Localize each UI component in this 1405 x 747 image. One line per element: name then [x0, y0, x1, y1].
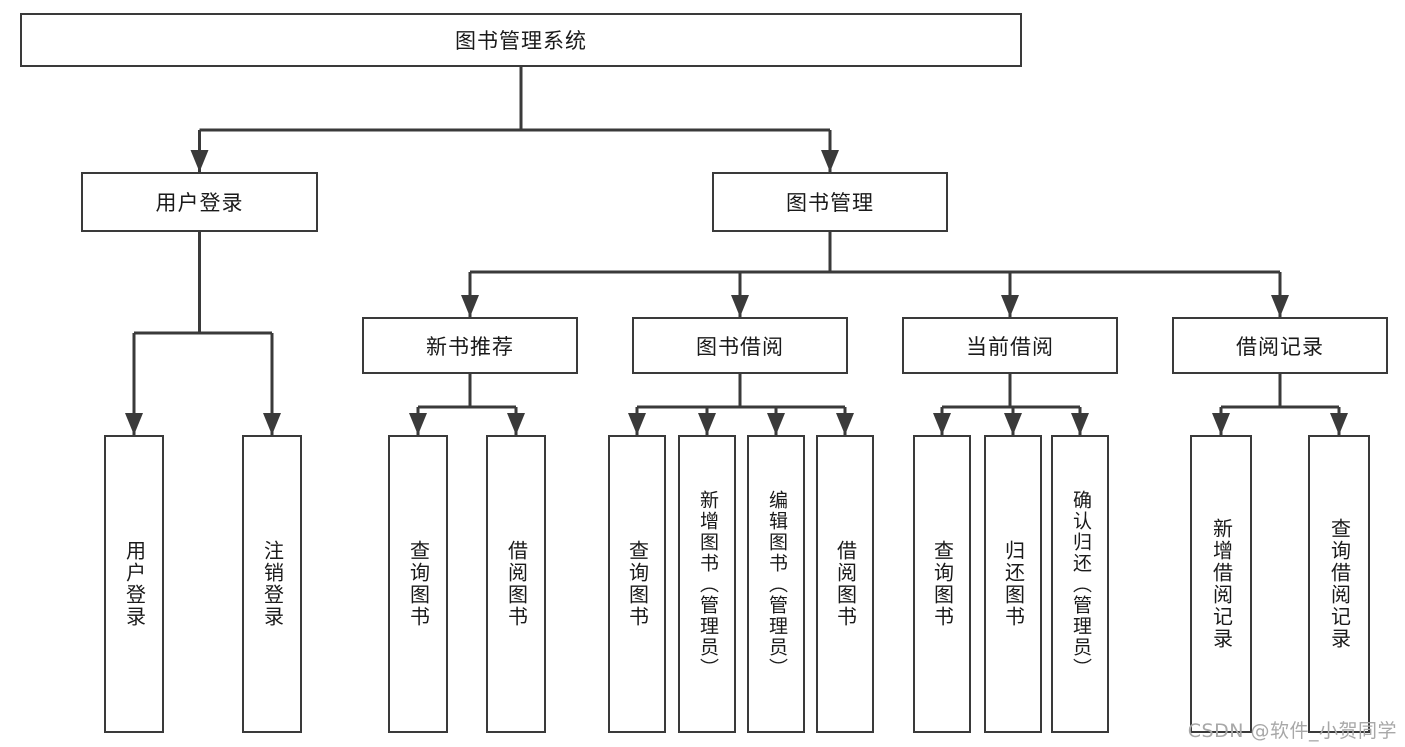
node-label: 归还图书	[1001, 540, 1026, 628]
node-label: 查询图书	[406, 540, 431, 628]
node-label: 图书借阅	[696, 334, 784, 359]
node-leaf-query-book-3[interactable]: 查询图书	[913, 435, 971, 733]
node-label: 注销登录	[260, 540, 285, 628]
node-label: 当前借阅	[966, 334, 1054, 359]
node-book-borrow[interactable]: 图书借阅	[632, 317, 848, 374]
node-system-root[interactable]: 图书管理系统	[20, 13, 1022, 67]
node-leaf-query-book-1[interactable]: 查询图书	[388, 435, 448, 733]
node-new-book-recommend[interactable]: 新书推荐	[362, 317, 578, 374]
node-leaf-query-borrow-record[interactable]: 查询借阅记录	[1308, 435, 1370, 733]
node-label: 图书管理	[786, 191, 874, 215]
node-label: 新增借阅记录	[1209, 518, 1234, 650]
node-label: 新增图书（管理员）	[696, 489, 719, 679]
node-borrow-record[interactable]: 借阅记录	[1172, 317, 1388, 374]
node-leaf-borrow-book-2[interactable]: 借阅图书	[816, 435, 874, 733]
node-leaf-borrow-book-1[interactable]: 借阅图书	[486, 435, 546, 733]
node-leaf-add-borrow-record[interactable]: 新增借阅记录	[1190, 435, 1252, 733]
node-leaf-query-book-2[interactable]: 查询图书	[608, 435, 666, 733]
watermark-text: CSDN @软件_小贺同学	[1187, 720, 1397, 742]
node-leaf-add-book[interactable]: 新增图书（管理员）	[678, 435, 736, 733]
node-label: 查询借阅记录	[1327, 518, 1352, 650]
node-leaf-confirm-return[interactable]: 确认归还（管理员）	[1051, 435, 1109, 733]
node-label: 借阅记录	[1236, 334, 1324, 359]
node-leaf-edit-book[interactable]: 编辑图书（管理员）	[747, 435, 805, 733]
node-label: 查询图书	[930, 540, 955, 628]
node-current-borrow[interactable]: 当前借阅	[902, 317, 1118, 374]
node-label: 借阅图书	[504, 540, 529, 628]
node-label: 查询图书	[625, 540, 650, 628]
node-label: 确认归还（管理员）	[1069, 489, 1092, 679]
node-label: 编辑图书（管理员）	[765, 489, 788, 679]
node-label: 新书推荐	[426, 334, 514, 359]
node-label: 借阅图书	[833, 540, 858, 628]
node-leaf-user-login[interactable]: 用户登录	[104, 435, 164, 733]
node-leaf-return-book[interactable]: 归还图书	[984, 435, 1042, 733]
node-label: 图书管理系统	[455, 29, 587, 53]
node-label: 用户登录	[122, 540, 147, 628]
node-leaf-logout[interactable]: 注销登录	[242, 435, 302, 733]
node-user-login[interactable]: 用户登录	[81, 172, 318, 232]
node-label: 用户登录	[155, 191, 244, 215]
node-book-management[interactable]: 图书管理	[712, 172, 948, 232]
